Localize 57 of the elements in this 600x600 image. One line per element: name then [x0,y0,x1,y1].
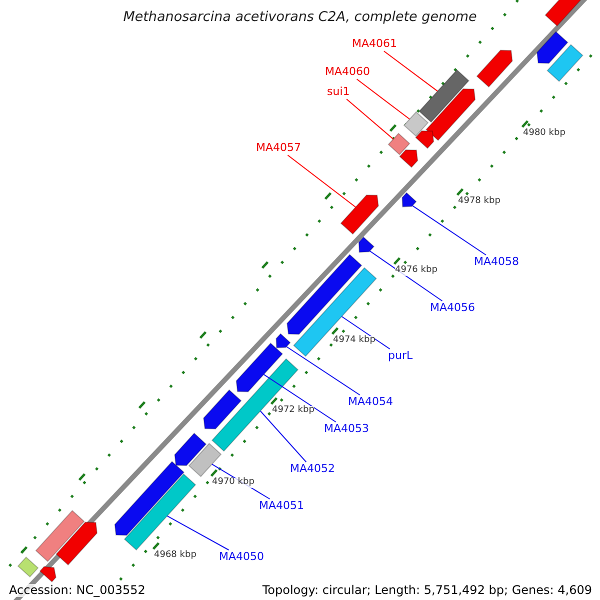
gene-block [276,333,291,348]
gene-block [203,389,242,430]
gene-block [340,194,379,235]
gene-block [17,556,39,578]
leader-line [346,98,394,140]
gene-block [124,473,196,551]
gene-label: MA4051 [259,500,304,512]
gene-label: MA4050 [219,551,264,564]
tick-label: 4972 kbp [272,406,314,416]
leader-line [260,410,307,462]
leader-line [287,154,356,208]
leader-line [383,50,438,92]
gene-label: MA4058 [474,256,520,268]
gene-label: MA4056 [430,302,476,314]
gene-block [286,254,362,335]
gene-block [476,50,513,88]
gene-block [293,267,377,357]
gene-label: MA4061 [352,38,398,50]
leader-line [286,346,360,396]
tick-label: 4968 kbp [154,551,196,561]
gene-label: MA4052 [290,463,336,476]
gene-label: sui1 [327,86,350,98]
gene-block [236,342,284,392]
leader-line [356,78,410,120]
gene-label: MA4057 [256,142,302,154]
leader-line [166,515,230,550]
gene-block [536,31,568,64]
gene-label: purL [388,350,413,362]
leader-line [263,374,336,422]
gene-block [35,510,85,562]
gene-block [174,432,207,466]
gene-block [426,88,476,141]
tick-label: 4980 kbp [523,129,566,139]
gene-block [415,130,434,149]
tick-label: 4978 kbp [458,197,500,207]
accession-text: Accession: NC_003552 [9,584,146,598]
gene-label: MA4054 [348,396,394,408]
gene-block [188,442,222,478]
leader-line [412,205,486,256]
leader-line [369,250,443,302]
leader-line [341,316,390,350]
gene-label: MA4053 [324,423,370,436]
gene-block [402,192,417,208]
tick-label: 4974 kbp [333,336,376,346]
gene-block [403,111,429,137]
gene-block [211,358,299,452]
gene-block [546,44,584,82]
gene-block [114,460,185,536]
tick-label: 4970 kbp [212,478,254,488]
gene-block [56,522,98,566]
gene-block [399,149,418,168]
gene-label: MA4060 [325,66,370,78]
gene-block [388,132,410,156]
title: Methanosarcina acetivorans C2A, complete genome [122,10,478,25]
gene-block [418,69,470,123]
tick-label: 4976 kbp [395,266,438,276]
genome-info-text: Topology: circular; Length: 5,751,492 bp; Genes: 4,609 [262,584,592,598]
